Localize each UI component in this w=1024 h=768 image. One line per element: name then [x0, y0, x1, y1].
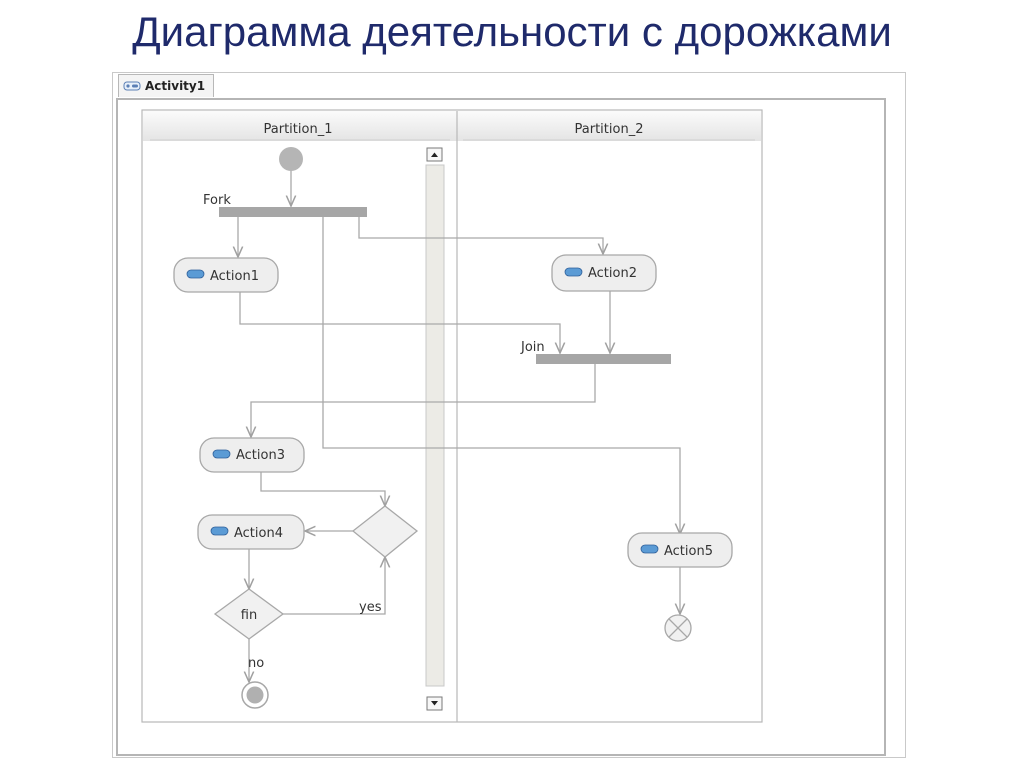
action-label: Action3: [236, 448, 285, 463]
join-bar[interactable]: [536, 354, 671, 364]
action-icon: [210, 526, 229, 536]
flow-action3-to-merge[interactable]: [260, 472, 385, 506]
editor-tab-label: Activity1: [145, 79, 206, 93]
flow-fin-yes-to-merge[interactable]: [283, 557, 385, 615]
fork-bar[interactable]: [219, 207, 367, 217]
partition-1-header[interactable]: [143, 111, 457, 141]
initial-node[interactable]: [279, 147, 303, 171]
vertical-scrollbar[interactable]: [425, 147, 445, 711]
action-label: Action2: [588, 266, 637, 281]
action-icon: [186, 269, 205, 279]
join-label: Join: [520, 340, 545, 355]
action-node-2[interactable]: Action2: [551, 254, 657, 292]
action-icon: [212, 449, 231, 459]
scrollbar-track[interactable]: [425, 164, 445, 687]
decision-node-fin[interactable]: [213, 588, 285, 640]
flow-fork-to-action2[interactable]: [358, 217, 603, 254]
decision-label: fin: [241, 608, 257, 623]
action-icon: [564, 267, 583, 277]
partition-1-label: Partition_1: [264, 122, 333, 137]
action-node-5[interactable]: Action5: [627, 532, 733, 568]
slide-title: Диаграмма деятельности с дорожками: [132, 8, 892, 55]
flow-fork-to-action5[interactable]: [322, 217, 680, 534]
flow-join-to-action3[interactable]: [251, 364, 596, 437]
fork-label: Fork: [203, 193, 231, 208]
scroll-down-button[interactable]: [426, 696, 443, 711]
merge-node[interactable]: [351, 505, 419, 558]
activity-final-node[interactable]: [241, 681, 269, 709]
activity-diagram-icon: [123, 81, 141, 91]
chevron-up-icon: [431, 152, 438, 157]
action-label: Action4: [234, 526, 283, 541]
chevron-down-icon: [431, 701, 438, 706]
action-label: Action1: [210, 269, 259, 284]
guard-no-label: no: [248, 656, 264, 671]
editor-tab-activity1[interactable]: Activity1: [118, 74, 215, 97]
flow-final-node[interactable]: [664, 614, 692, 642]
partition-2-header[interactable]: [457, 111, 761, 141]
action-label: Action5: [664, 544, 713, 559]
control-flows: [238, 170, 680, 682]
scroll-up-button[interactable]: [426, 147, 443, 162]
action-icon: [640, 544, 659, 554]
partition-2-label: Partition_2: [575, 122, 644, 137]
action-node-1[interactable]: Action1: [173, 257, 279, 293]
flow-final-cross-icon-stroke: [668, 618, 688, 638]
guard-yes-label: yes: [359, 600, 382, 615]
action-node-4[interactable]: Action4: [197, 514, 305, 550]
flow-action1-to-join[interactable]: [239, 292, 560, 353]
action-node-3[interactable]: Action3: [199, 437, 305, 473]
